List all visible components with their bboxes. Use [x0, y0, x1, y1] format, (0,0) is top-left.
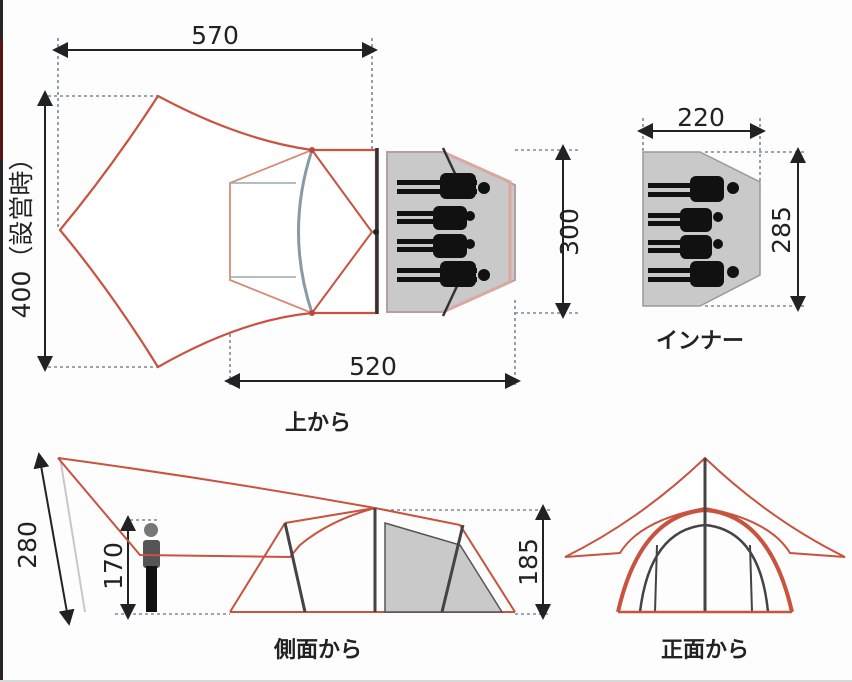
dim-170: 170	[99, 542, 128, 590]
left-frame-edge	[0, 0, 3, 682]
caption-top-view: 上から	[285, 411, 351, 436]
front-view: 正面から	[564, 456, 846, 663]
dim-300: 300	[555, 208, 584, 256]
fly-outline	[58, 94, 378, 369]
bottom-border	[0, 680, 852, 682]
caption-inner: インナー	[656, 329, 744, 354]
dim-285: 285	[767, 206, 796, 254]
sleeper-icons-top	[397, 173, 490, 287]
inner-tent-side	[384, 521, 504, 613]
dim-520: 520	[349, 352, 397, 381]
inner-view: 220 285 インナー	[637, 103, 806, 354]
dim-280: 280	[13, 521, 42, 569]
dim-220: 220	[677, 103, 725, 132]
side-view: 280 170 185 側面から	[13, 452, 551, 663]
dim-400: 400（設営時）	[7, 146, 36, 319]
left-frame-accent	[0, 40, 3, 160]
dim-570: 570	[191, 21, 239, 50]
person-icon	[143, 523, 160, 612]
caption-side-view: 側面から	[273, 638, 362, 663]
caption-front-view: 正面から	[661, 638, 749, 663]
dim-185: 185	[514, 538, 543, 586]
sleeper-icons-inner	[648, 176, 739, 287]
top-view: 570 400（設営時） 520 300	[7, 21, 584, 436]
